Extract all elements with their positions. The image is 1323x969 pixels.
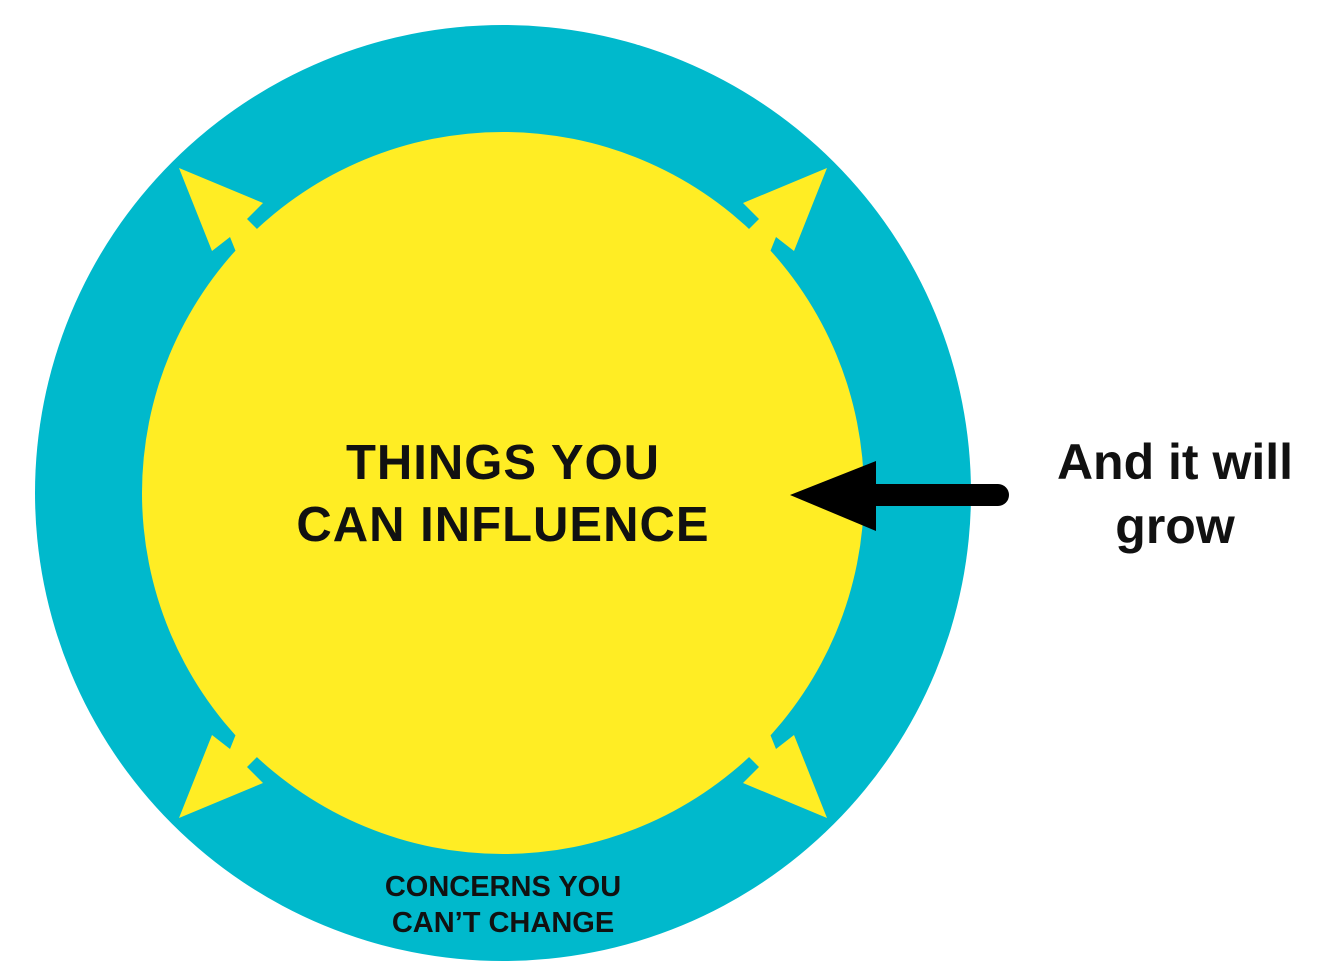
growth-arrow-nw-icon bbox=[179, 168, 272, 272]
growth-arrow-se-icon bbox=[734, 714, 827, 818]
inner-circle-influence bbox=[142, 132, 864, 854]
side-label-line2: grow bbox=[1115, 498, 1235, 554]
growth-arrow-sw-icon bbox=[179, 714, 272, 818]
side-annotation: And it will grow bbox=[1030, 430, 1320, 558]
outer-label-line1: CONCERNS YOU bbox=[384, 871, 622, 903]
outer-circle-label: CONCERNS YOU CAN’T CHANGE bbox=[303, 869, 703, 941]
inner-label-line1: THINGS YOU bbox=[345, 436, 661, 490]
growth-arrow-ne-icon bbox=[734, 168, 827, 272]
pointer-arrow-icon bbox=[790, 461, 1009, 531]
inner-circle-label: THINGS YOU CAN INFLUENCE bbox=[203, 432, 803, 556]
side-label-line1: And it will bbox=[1056, 434, 1294, 490]
inner-label-line2: CAN INFLUENCE bbox=[296, 498, 710, 552]
outer-label-line2: CAN’T CHANGE bbox=[391, 907, 615, 939]
